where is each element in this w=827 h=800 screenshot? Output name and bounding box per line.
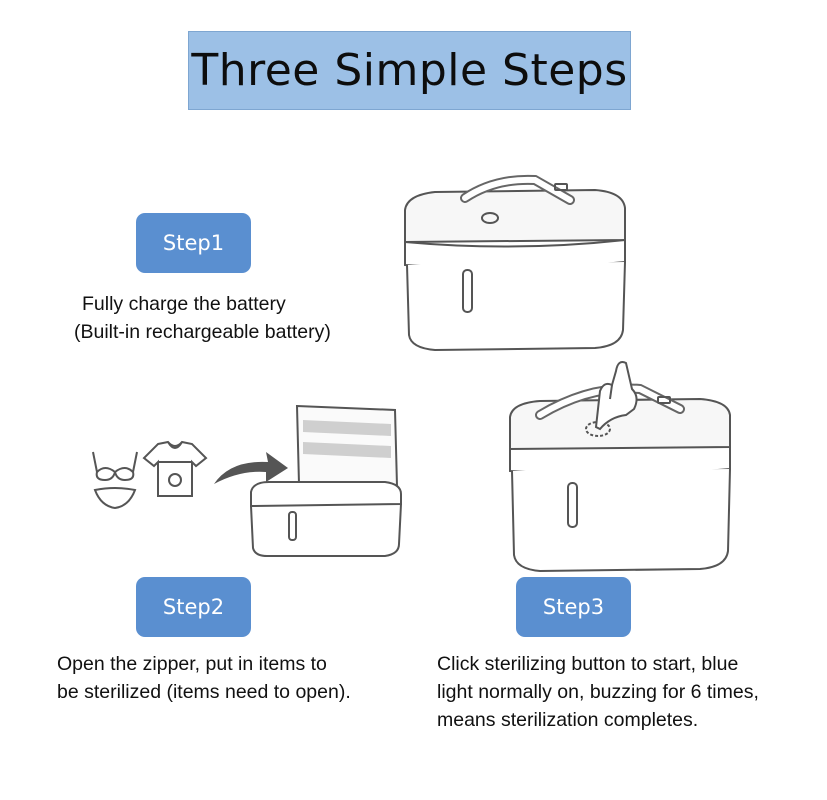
- page-title: Three Simple Steps: [191, 45, 628, 96]
- step2-badge: Step2: [136, 577, 251, 637]
- step3-label: Step3: [542, 595, 605, 619]
- step3-description: Click sterilizing button to start, blue …: [437, 650, 759, 734]
- step1-description: Fully charge the battery (Built-in recha…: [74, 290, 331, 346]
- step2-label: Step2: [162, 595, 225, 619]
- step1-badge: Step1: [136, 213, 251, 273]
- hand-pressing-button-icon: [500, 355, 740, 580]
- closed-sterilizer-bag-icon: [395, 170, 635, 360]
- baby-clothes-icon: [140, 440, 210, 500]
- bra-icon: [85, 450, 145, 510]
- step1-line-2: (Built-in rechargeable battery): [74, 321, 331, 343]
- step3-line-1: Click sterilizing button to start, blue: [437, 653, 739, 675]
- step3-line-3: means sterilization completes.: [437, 709, 699, 731]
- step2-description: Open the zipper, put in items to be ster…: [57, 650, 351, 706]
- open-sterilizer-bag-icon: [245, 400, 405, 560]
- step1-line-1: Fully charge the battery: [82, 293, 286, 315]
- step2-line-2: be sterilized (items need to open).: [57, 681, 351, 703]
- step3-line-2: light normally on, buzzing for 6 times,: [437, 681, 759, 703]
- step1-label: Step1: [162, 231, 225, 255]
- step2-line-1: Open the zipper, put in items to: [57, 653, 327, 675]
- arrow-icon: [210, 440, 290, 490]
- title-banner: Three Simple Steps: [188, 31, 631, 110]
- step3-badge: Step3: [516, 577, 631, 637]
